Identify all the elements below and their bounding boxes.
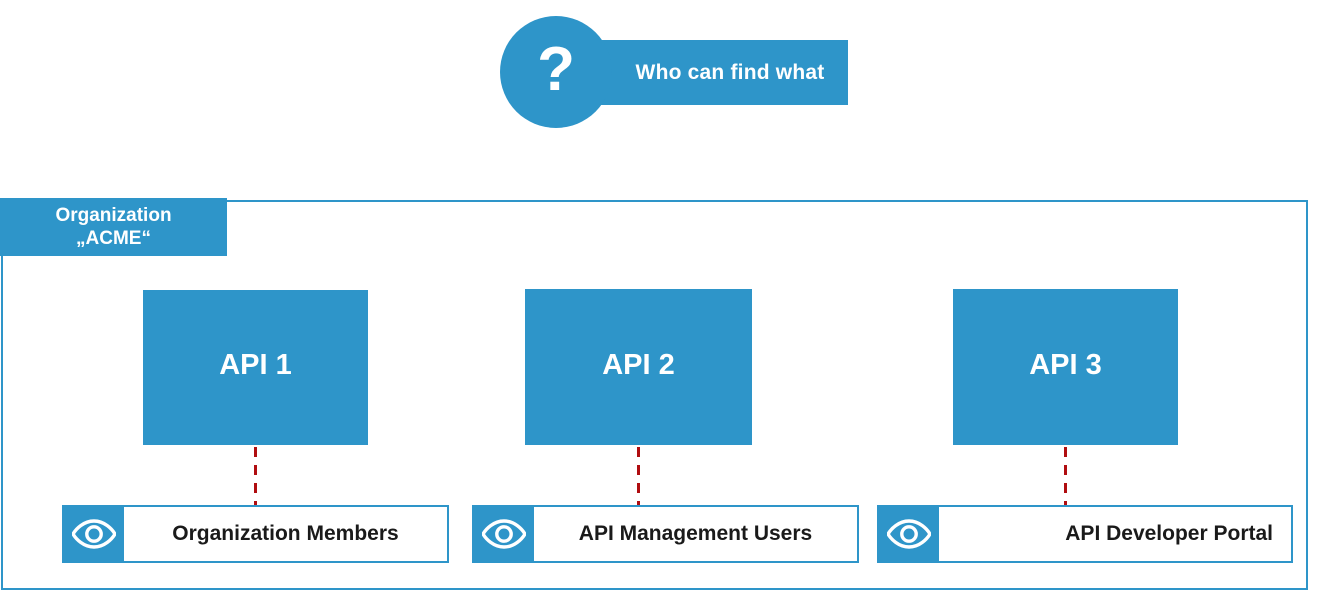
audience-box-api-management-users[interactable]: API Management Users [472,505,859,563]
callout-circle [500,16,612,128]
organization-label: Organization „ACME“ [0,198,227,256]
header-callout: ? Who can find what [500,16,848,128]
audience-box-api-developer-portal[interactable]: API Developer Portal [877,505,1293,563]
api-box-label: API 2 [602,348,675,381]
api-box-3[interactable]: API 3 [953,289,1178,445]
organization-container [1,200,1308,590]
audience-label: API Developer Portal [1065,522,1273,545]
audience-label: API Management Users [578,522,813,545]
api-box-2[interactable]: API 2 [525,289,752,445]
connector-api3-to-api-developer-portal [1064,447,1067,505]
connector-api2-to-api-management-users [637,447,640,505]
question-mark-icon: ? [537,35,575,104]
audience-box-organization-members[interactable]: Organization Members [62,505,449,563]
connector-api1-to-organization-members [254,447,257,505]
audience-label: Organization Members [172,522,399,545]
organization-label-line2: „ACME“ [76,228,151,249]
eye-icon [474,507,534,561]
api-box-1[interactable]: API 1 [143,290,368,445]
eye-icon [879,507,939,561]
organization-label-line1: Organization [55,204,172,226]
eye-icon [64,507,124,561]
api-box-label: API 3 [1029,348,1102,381]
page-title: Who can find what [635,60,825,84]
api-box-label: API 1 [219,349,292,381]
